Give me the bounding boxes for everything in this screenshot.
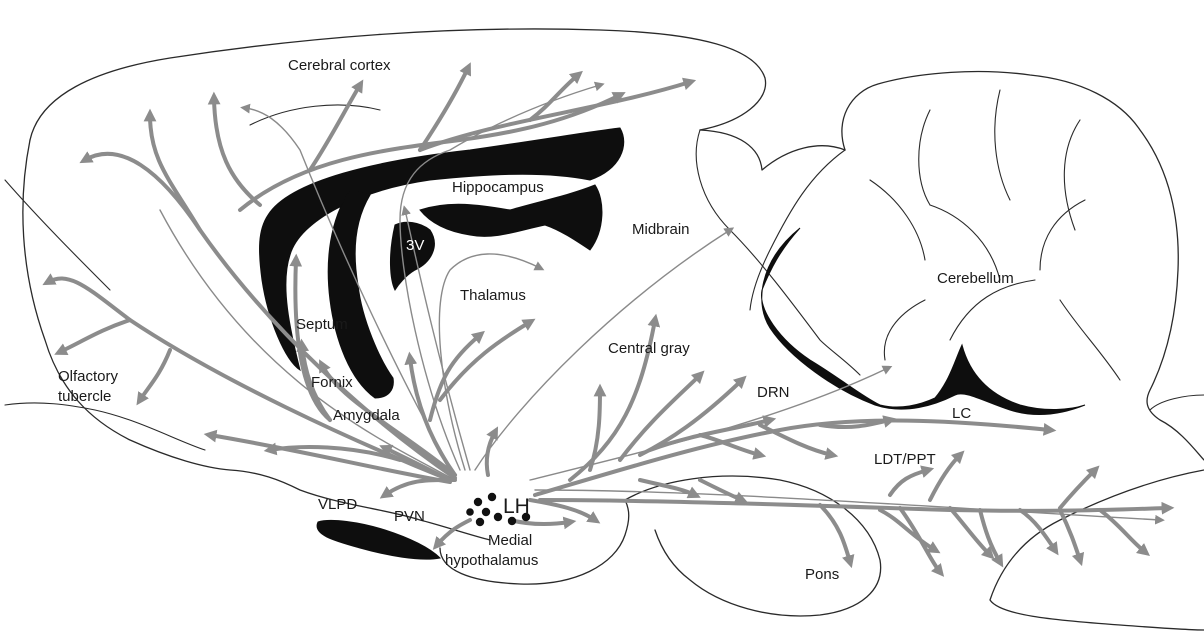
brainstem-outline [990,470,1204,630]
label-medial: Medial [488,532,532,549]
projection-fiber-33 [530,500,595,520]
cerebellum-folia [870,90,1120,380]
label-vlpd: VLPD [318,496,357,513]
label-hypothalamus: hypothalamus [445,552,538,569]
brain-outline [5,29,1204,630]
label-septum: Septum [296,316,348,333]
label-central-gray: Central gray [608,340,690,357]
label-fornix: Fornix [311,374,353,391]
vlpo-nucleus [317,520,440,559]
labels: Cerebral cortex Hippocampus 3V Midbrain … [58,57,1014,583]
projection-fiber-56 [890,470,928,495]
projection-fiber-49 [950,508,990,555]
label-midbrain: Midbrain [632,221,690,238]
label-cerebral-cortex: Cerebral cortex [288,57,391,74]
projection-fiber-48 [900,508,940,572]
projection-fiber-18 [60,320,130,352]
projection-fiber-4 [475,230,730,470]
label-ldt-ppt: LDT/PPT [874,451,936,468]
projection-fiber-9 [85,154,455,478]
projection-fiber-46 [820,505,850,562]
cerebral-hemisphere-outline [30,29,766,140]
label-thalamus: Thalamus [460,287,526,304]
label-pons: Pons [805,566,839,583]
projection-fiber-45 [700,480,742,500]
label-olfactory: Olfactory [58,368,119,385]
projection-fiber-37 [590,390,600,470]
label-3v: 3V [406,237,424,254]
cerebellum-outline [842,72,1204,460]
pons-outline [625,476,881,616]
third-ventricle [390,222,434,290]
label-drn: DRN [757,384,790,401]
fourth-ventricle [762,228,1085,415]
projection-fiber-54 [1100,510,1145,552]
projection-fiber-42 [760,425,832,455]
label-lc: LC [952,405,971,422]
label-pvn: PVN [394,508,425,525]
projection-fiber-16 [214,98,260,205]
projection-fiber-52 [1060,510,1080,560]
label-lh: LH [503,495,530,518]
label-cerebellum: Cerebellum [937,270,1014,287]
label-amygdala: Amygdala [333,407,400,424]
projection-fiber-30 [487,432,495,475]
label-tubercle: tubercle [58,388,111,405]
projection-fiber-19 [140,350,170,400]
fornix-tract [328,190,393,398]
projection-fiber-24 [295,260,330,420]
midbrain-outline [700,130,845,170]
projection-fiber-53 [1060,470,1095,508]
projection-fiber-10 [150,115,200,230]
projection-fiber-32 [510,520,570,524]
projection-fiber-34 [535,421,1050,495]
label-hippocampus: Hippocampus [452,179,544,196]
